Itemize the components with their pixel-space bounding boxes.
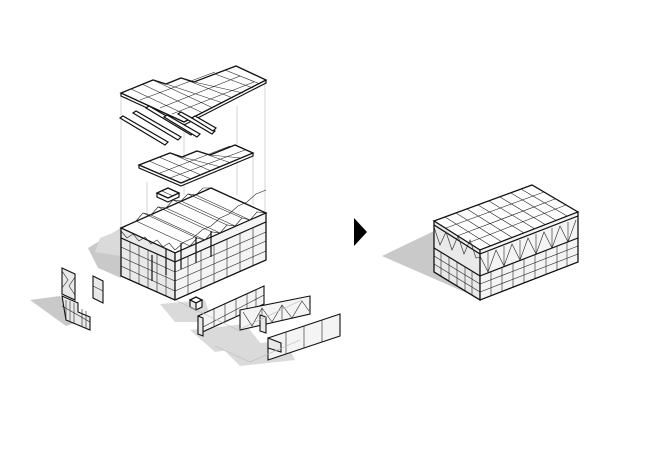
footprint-outline (174, 299, 303, 363)
arrow-right-icon (354, 218, 367, 246)
left-wall-panels (61, 267, 104, 331)
assembled-axonometric (382, 184, 580, 301)
right-wall-panels (197, 285, 341, 361)
beams (118, 105, 217, 146)
small-cube (188, 296, 204, 311)
ground-floor-walls (433, 237, 579, 301)
roof-slab (119, 65, 268, 126)
main-frame (119, 187, 268, 301)
mid-floor-slab (137, 144, 255, 187)
core-block (155, 187, 181, 203)
building-shadow (382, 231, 478, 298)
exploded-axonometric (30, 65, 341, 366)
